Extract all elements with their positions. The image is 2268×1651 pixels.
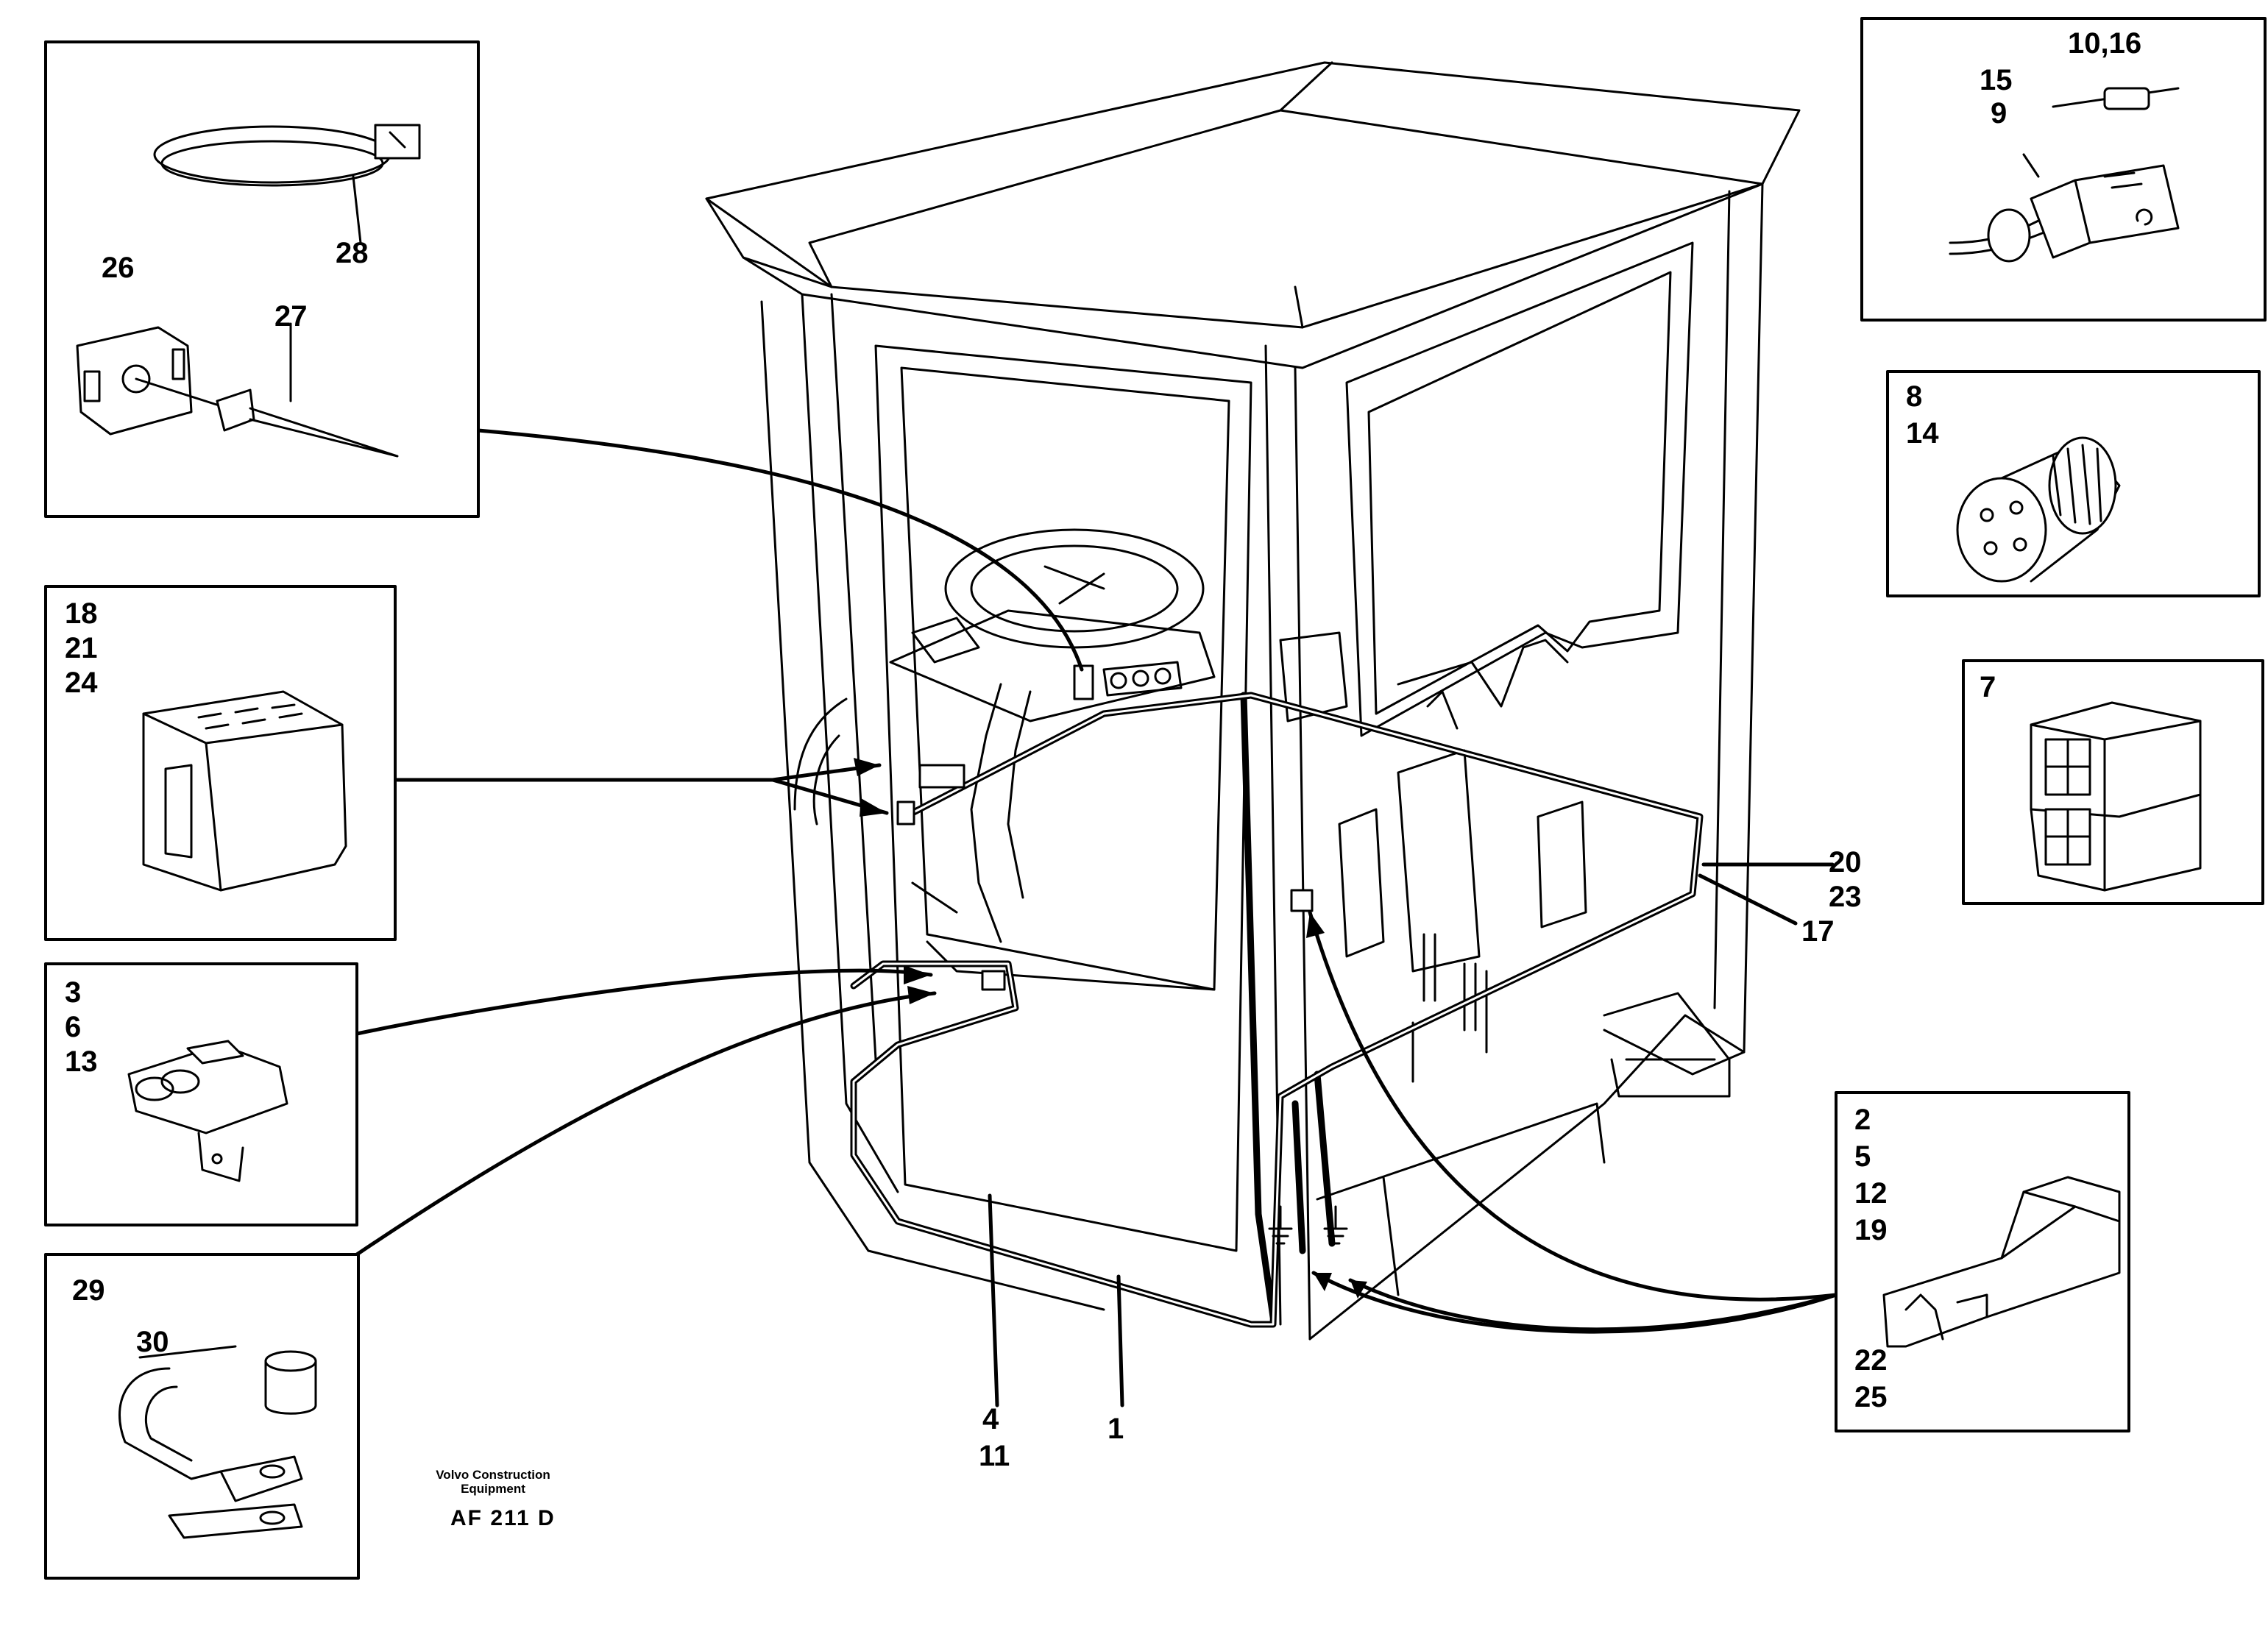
figure-code: AF 211 D: [450, 1506, 556, 1530]
callout-8: 8: [1906, 380, 1923, 413]
callout-22: 22: [1854, 1344, 1888, 1377]
callout-29: 29: [72, 1274, 105, 1307]
callout-3: 3: [65, 976, 82, 1009]
detail-box-relay: [44, 585, 397, 941]
callout-13: 13: [65, 1045, 98, 1078]
arrowheads: [854, 758, 1367, 1299]
callout-19: 19: [1854, 1214, 1888, 1246]
callout-11: 11: [979, 1440, 1010, 1472]
callout-21: 21: [65, 632, 98, 664]
callout-12: 12: [1854, 1177, 1888, 1210]
detail-box-fuse-holder: [44, 962, 358, 1226]
callout-18: 18: [65, 597, 98, 630]
callout-17: 17: [1801, 915, 1835, 948]
mounting-clip-drawing: [76, 322, 399, 458]
callout-26: 26: [102, 252, 135, 284]
detail-box-cable-clip: [44, 1253, 360, 1580]
callout-7: 7: [1980, 671, 1996, 703]
detail-box-round-connector: [1886, 370, 2261, 597]
detail-box-connector-housing: [1962, 659, 2264, 905]
detail-box-sensor: [1860, 17, 2267, 322]
manufacturer-credit: Volvo Construction Equipment: [412, 1468, 574, 1496]
callout-6: 6: [65, 1011, 82, 1043]
callout-27: 27: [274, 300, 308, 333]
credit-line-1: Volvo Construction: [436, 1468, 550, 1482]
cab-illustration: [705, 61, 1801, 1341]
callout-10-16: 10,16: [2068, 27, 2142, 60]
detail-box-terminal: [1835, 1091, 2130, 1432]
callout-5: 5: [1854, 1140, 1871, 1173]
detail-box-clamp: [44, 40, 480, 518]
callout-9: 9: [1991, 97, 2007, 129]
callout-30: 30: [136, 1326, 169, 1358]
harness-components: [896, 664, 1314, 991]
callout-23: 23: [1829, 881, 1862, 913]
callout-15: 15: [1980, 64, 2013, 96]
callout-1: 1: [1108, 1413, 1124, 1445]
callout-20: 20: [1829, 846, 1862, 878]
cable-tie-drawing: [153, 124, 421, 244]
callout-28: 28: [336, 237, 369, 269]
callout-4: 4: [982, 1403, 999, 1435]
credit-line-2: Equipment: [461, 1482, 525, 1496]
ground-symbols: [1268, 1205, 1348, 1245]
harness-outline: [852, 694, 1701, 1326]
callout-2: 2: [1854, 1104, 1871, 1136]
callout-14: 14: [1906, 417, 1939, 450]
callout-25: 25: [1854, 1381, 1888, 1413]
leader-lines: [355, 428, 1838, 1407]
callout-24: 24: [65, 667, 98, 699]
